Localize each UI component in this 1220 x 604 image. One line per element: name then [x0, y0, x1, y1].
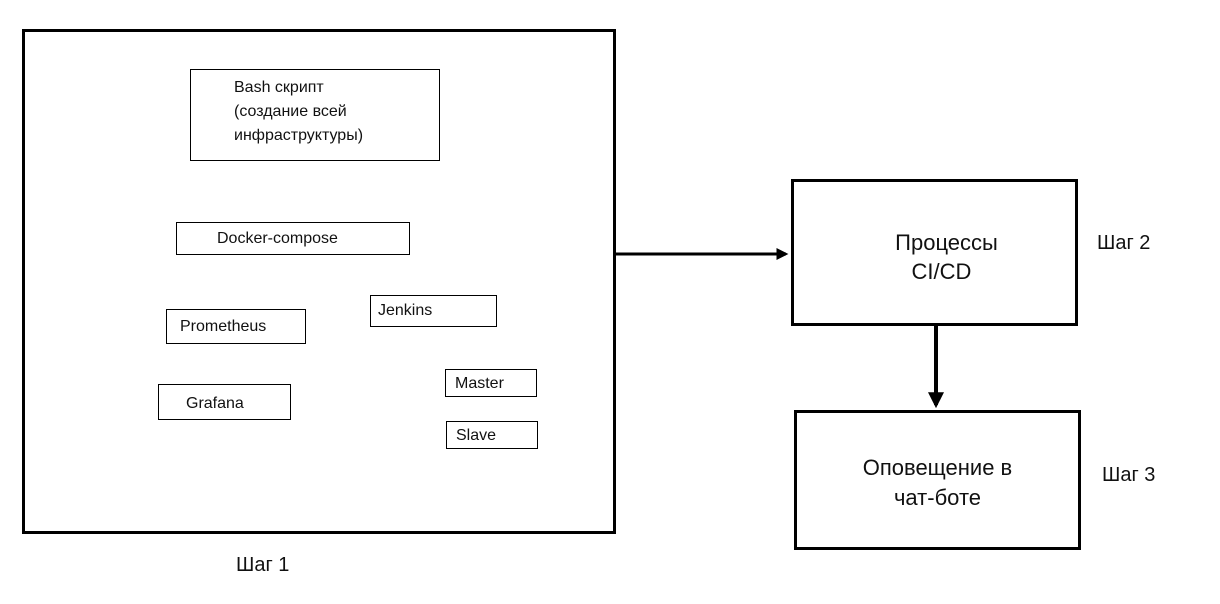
notification-box: Оповещение в чат-боте — [794, 410, 1081, 550]
jenkins-box: Jenkins — [370, 295, 497, 327]
notification-label-line2: чат-боте — [893, 485, 982, 510]
slave-box: Slave — [446, 421, 538, 449]
docker-compose-label: Docker-compose — [217, 230, 338, 247]
notification-label-line1: Оповещение в — [862, 455, 1013, 480]
bash-label-line2: (создание всей — [234, 103, 347, 120]
step1-label: Шаг 1 — [236, 554, 290, 576]
step3-label: Шаг 3 — [1102, 464, 1156, 486]
step2-label: Шаг 2 — [1097, 232, 1151, 254]
docker-compose-box: Docker-compose — [176, 222, 410, 255]
processes-box: Процессы CI/CD — [791, 179, 1078, 326]
slave-label: Slave — [456, 427, 497, 444]
prometheus-label: Prometheus — [180, 318, 267, 335]
prometheus-box: Prometheus — [166, 309, 306, 344]
processes-label-line1: Процессы — [895, 230, 998, 255]
bash-label-line3: инфраструктуры) — [234, 127, 364, 144]
grafana-label: Grafana — [186, 395, 244, 412]
bash-script-box: Bash скрипт (создание всей инфраструктур… — [190, 69, 440, 161]
processes-label-line2: CI/CD — [911, 259, 972, 284]
bash-label-line1: Bash скрипт — [234, 79, 324, 96]
grafana-box: Grafana — [158, 384, 291, 420]
master-box: Master — [445, 369, 537, 397]
jenkins-label: Jenkins — [378, 302, 433, 319]
master-label: Master — [455, 375, 504, 392]
